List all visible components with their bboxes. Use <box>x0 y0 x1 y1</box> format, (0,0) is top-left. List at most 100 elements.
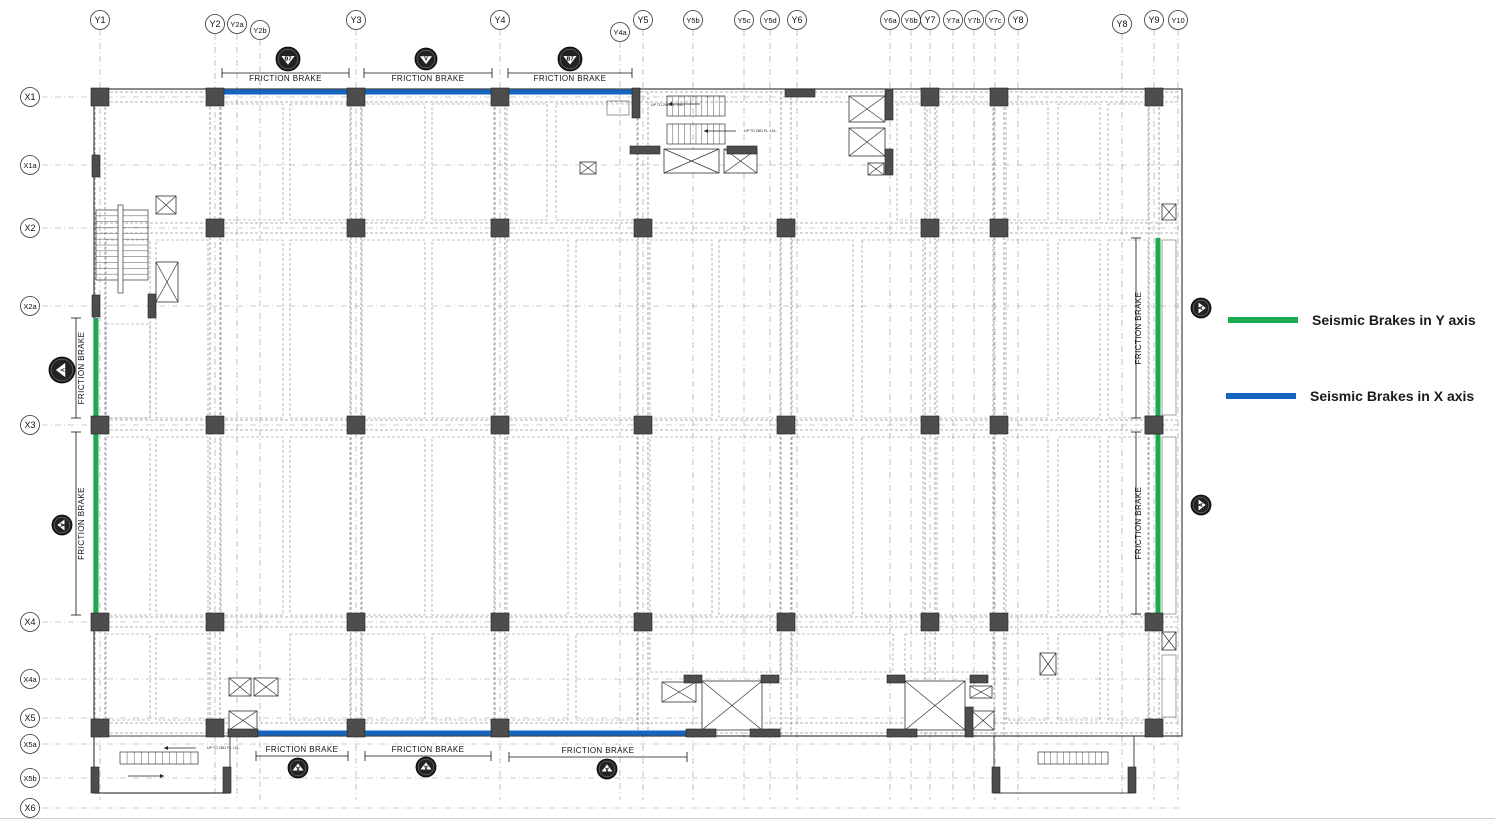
column <box>884 89 894 121</box>
column <box>989 612 1009 632</box>
brace-label: FRICTION BRAKE <box>1134 487 1143 560</box>
column <box>989 415 1009 435</box>
grid-bubble-y5c: Y5c <box>734 10 754 30</box>
stair-note: UP TO 2ND FL. LVL. <box>744 129 777 133</box>
slab-panel <box>105 323 151 419</box>
grid-bubble-circle <box>20 669 40 689</box>
detail-mark: V <box>48 356 76 384</box>
column <box>90 415 110 435</box>
grid-bubble-circle <box>787 10 807 30</box>
shaft-cross <box>701 680 763 731</box>
grid-bubble-circle <box>610 22 630 42</box>
detail-mark-ring <box>53 516 71 534</box>
slab-panel <box>506 239 569 419</box>
slab-panel <box>896 103 928 221</box>
column <box>760 674 780 684</box>
slab-panel <box>289 239 351 419</box>
column <box>1144 612 1164 632</box>
page-bottom-rule <box>0 818 1495 819</box>
detail-mark-label: A <box>424 764 428 770</box>
slab-panel <box>105 633 151 721</box>
column <box>90 612 110 632</box>
grid-bubble-label: Y5b <box>686 16 699 25</box>
column <box>629 145 661 155</box>
column <box>90 87 110 107</box>
grid-bubble-label: Y6a <box>883 16 897 25</box>
friction-braces: FRICTION BRAKE FRICTION BRAKE FRICTION BRA… <box>71 68 1161 762</box>
detail-mark-arrow <box>1198 302 1206 314</box>
column <box>633 218 653 238</box>
grid-bubble-y7b: Y7b <box>964 10 984 30</box>
column <box>1144 415 1164 435</box>
brace-label: FRICTION BRAKE <box>249 74 322 83</box>
brace-label: FRICTION BRAKE <box>562 746 635 755</box>
grid-bubble-y2: Y2 <box>205 14 225 34</box>
column <box>227 728 259 738</box>
grid-bubble-y2b: Y2b <box>250 20 270 40</box>
detail-mark-arrow <box>1198 499 1206 511</box>
column <box>90 766 100 794</box>
grid-bubble-circle <box>20 798 40 818</box>
grid-bubble-y6b: Y6b <box>901 10 921 30</box>
edge-ledge <box>1161 654 1177 718</box>
grid-bubble-label: Y5 <box>637 15 648 25</box>
detail-mark: B7 <box>275 46 301 72</box>
detail-mark-arrow <box>55 362 66 378</box>
grid-bubble-circle <box>205 14 225 34</box>
slab-panel <box>575 633 638 721</box>
slab-panel <box>1107 633 1149 721</box>
grid-bubble-y2a: Y2a <box>227 14 247 34</box>
slab-panel <box>1005 436 1049 616</box>
detail-mark: A <box>415 756 437 778</box>
column <box>683 674 703 684</box>
grid-bubble-y5d: Y5d <box>760 10 780 30</box>
grid-bubble-y4: Y4 <box>490 10 510 30</box>
slab-panel <box>1107 103 1149 221</box>
column <box>205 87 225 107</box>
grid-bubble-circle <box>20 612 40 632</box>
slab-panel <box>1057 103 1101 221</box>
legend-y-label: Seismic Brakes in Y axis <box>1312 312 1476 328</box>
column <box>90 718 110 738</box>
detail-mark-arrow <box>601 764 613 772</box>
grid-bubble-circle <box>20 87 40 107</box>
legend-x-row: Seismic Brakes in X axis <box>1226 388 1474 404</box>
slab-panel <box>220 436 284 616</box>
detail-mark-arrow <box>292 763 304 771</box>
grid-bubble-label: Y7c <box>989 16 1002 25</box>
legend-y-row: Seismic Brakes in Y axis <box>1228 312 1476 328</box>
stair-arrowhead <box>704 129 708 133</box>
grid-bubble-label: Y7b <box>967 16 980 25</box>
slab-panel <box>575 239 638 419</box>
detail-mark-arrow <box>563 56 577 65</box>
slab-panel <box>361 239 426 419</box>
grid-bubble-label: Y3 <box>350 15 361 25</box>
shaft-cross <box>155 195 177 215</box>
grid-bubble-x1: X1 <box>20 87 40 107</box>
detail-mark-arrow <box>420 762 432 770</box>
grid-bubble-label: Y5d <box>763 16 776 25</box>
grid-bubble-label: X6 <box>24 803 35 813</box>
grid-bubble-label: Y5c <box>738 16 751 25</box>
detail-mark-arrow <box>419 56 433 65</box>
slab-panel <box>1057 436 1101 616</box>
slab-panel <box>431 103 495 221</box>
column <box>490 612 510 632</box>
column <box>884 148 894 176</box>
slab-panel <box>506 633 569 721</box>
brace-label: FRICTION BRAKE <box>534 74 607 83</box>
grid-bubble-x6: X6 <box>20 798 40 818</box>
grid-bubble-x5b: X5b <box>20 768 40 788</box>
column <box>969 674 989 684</box>
slab-panel <box>431 239 495 419</box>
detail-mark-label: A <box>59 523 65 527</box>
column <box>490 87 510 107</box>
slab-panel <box>1005 239 1049 419</box>
grid-bubble-label: Y6 <box>791 15 802 25</box>
detail-mark: B7 <box>557 46 583 72</box>
grid-bubble-label: Y2b <box>253 26 266 35</box>
shaft-cross <box>253 677 279 697</box>
slab-panel <box>1107 239 1149 419</box>
legend-y-swatch <box>1228 317 1298 323</box>
column <box>346 612 366 632</box>
